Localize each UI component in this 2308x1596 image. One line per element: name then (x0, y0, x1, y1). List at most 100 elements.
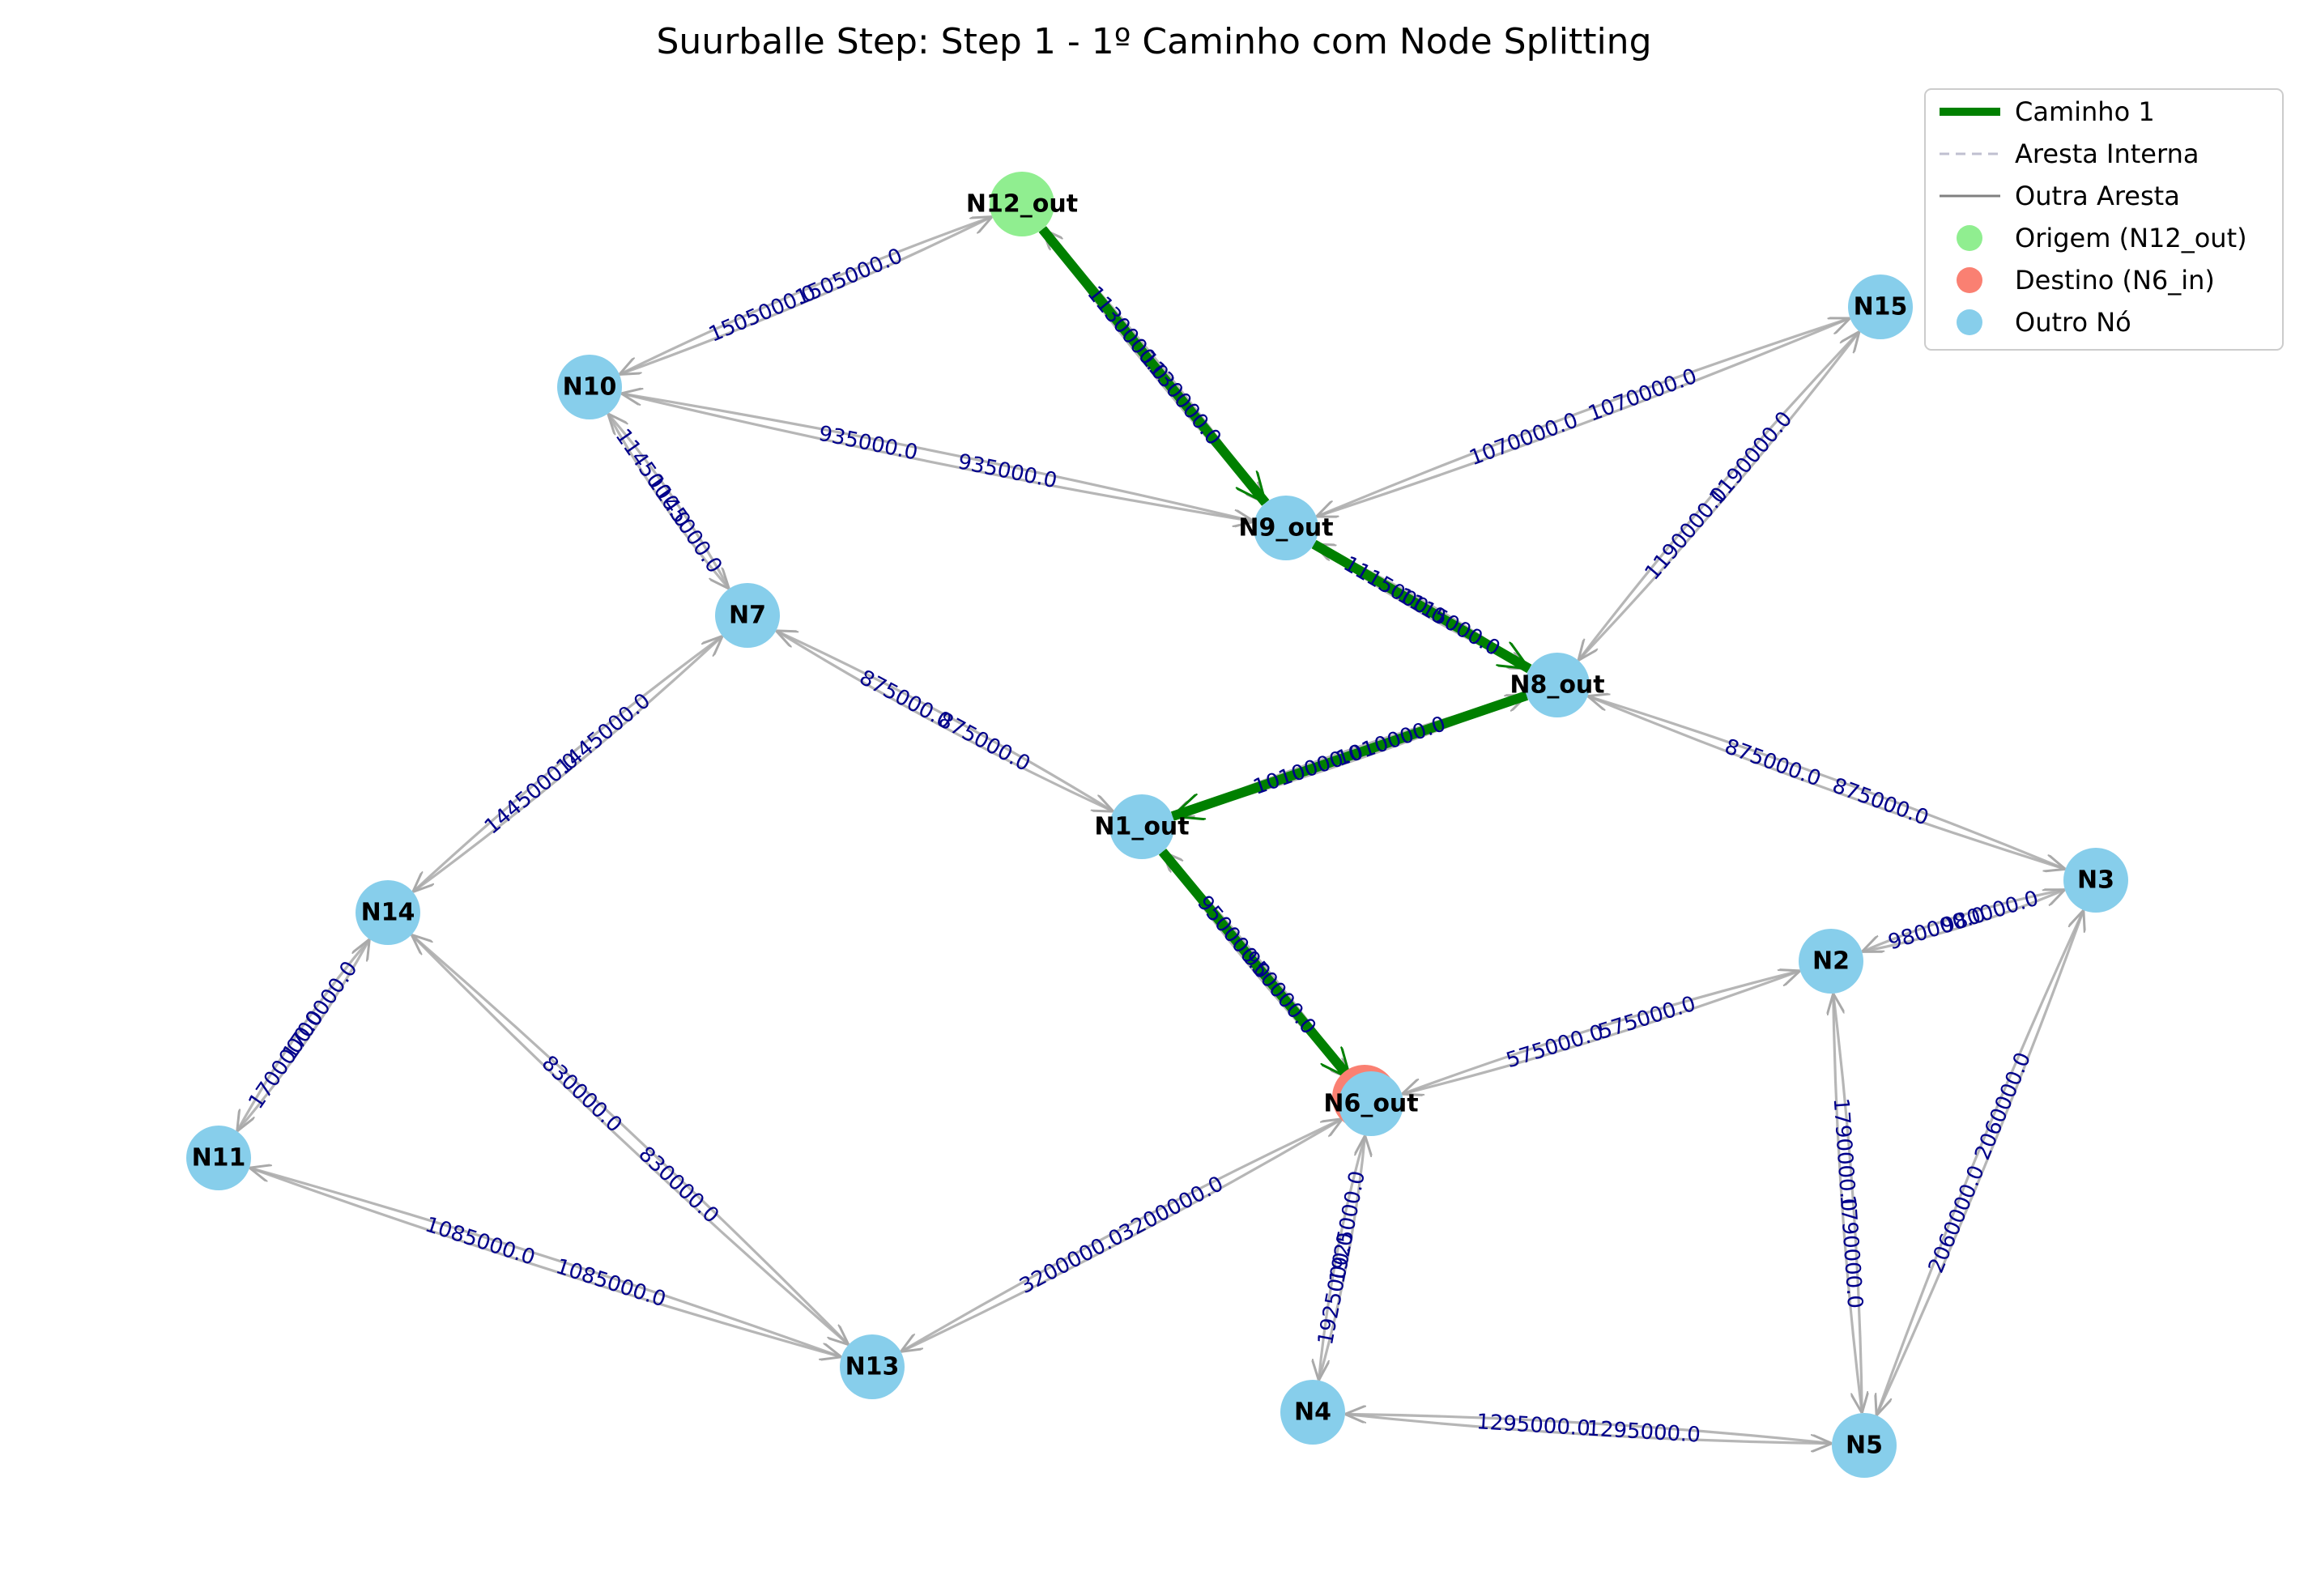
edge-N4-N5 (1344, 1412, 1832, 1443)
edge-weight-label: 575000.0 (1595, 992, 1698, 1045)
edge-N8-N3 (1586, 695, 2066, 870)
legend-item-destination: Destino (N6_in) (1957, 265, 2215, 296)
edge-weight-label: 1700000.0 (244, 1006, 329, 1113)
node-N8-circle (1525, 653, 1590, 717)
edge-N5-N4 (1345, 1414, 1833, 1445)
edge-N10-N9 (620, 392, 1254, 521)
edge-N14-N13 (411, 934, 849, 1344)
edge-weight-label: 830000.0 (537, 1051, 627, 1138)
figure-title: Suurballe Step: Step 1 - 1º Caminho com … (657, 21, 1652, 62)
edge-weight-label: 1790000.0 (1835, 1194, 1867, 1309)
node-N4-label: N4 (1294, 1398, 1331, 1427)
edge-weight-label: 875000.0 (1722, 734, 1825, 791)
legend-item-origin: Origem (N12_out) (1957, 223, 2247, 253)
edge-N6-N13 (901, 1117, 1343, 1352)
legend-label: Aresta Interna (2015, 138, 2199, 169)
edge-N3-N2 (1862, 888, 2066, 952)
node-N13-label: N13 (845, 1353, 900, 1381)
node-N2-circle (1799, 929, 1863, 994)
legend-box (1924, 88, 2284, 351)
edge-weight-label: 1085000.0 (553, 1254, 669, 1312)
edge-weight-label: 875000.0 (934, 708, 1034, 777)
edge-N6-N2 (1401, 971, 1800, 1096)
node-N13-circle (840, 1334, 905, 1399)
edge-N5-N2 (1833, 994, 1863, 1414)
node-N11-label: N11 (192, 1144, 246, 1173)
node-N6-label: N6_out (1323, 1090, 1418, 1118)
nodes-layer: N12_outN10N15N9_outN7N8_outN1_outN3N14N2… (186, 172, 2128, 1478)
node-N10-circle (557, 355, 622, 419)
edge-weight-label: 1295000.0 (1476, 1410, 1590, 1441)
legend-label: Caminho 1 (2015, 96, 2155, 127)
path-edge-N9-N8 (1311, 539, 1530, 674)
legend-item-path: Caminho 1 (1940, 96, 2155, 127)
legend-node-swatch (1957, 309, 1982, 335)
node-N9: N9_out (1238, 496, 1334, 560)
edge-N2-N6 (1402, 969, 1801, 1094)
edge-N3-N8 (1588, 696, 2067, 870)
path-edge-N8-N1 (1173, 691, 1529, 821)
edge-weight-label: 1070000.0 (1585, 364, 1700, 427)
edge-N2-N3 (1861, 890, 2064, 953)
edge-N2-N5 (1832, 993, 1863, 1413)
node-N2: N2 (1799, 929, 1863, 994)
node-N9-label: N9_out (1238, 514, 1333, 543)
node-N6-circle (1339, 1071, 1403, 1136)
node-N1-circle (1109, 794, 1174, 859)
edge-N12-N10 (620, 215, 993, 375)
path-edge-N12-N9 (1038, 226, 1270, 506)
edge-N13-N14 (411, 934, 850, 1346)
edge-N11-N14 (236, 939, 370, 1133)
edge-N15-N9 (1316, 317, 1851, 517)
edge-weight-label: 935000.0 (956, 449, 1059, 493)
node-N3-circle (2063, 848, 2128, 913)
node-N8-label: N8_out (1510, 671, 1604, 700)
node-N3: N3 (2063, 848, 2128, 913)
edge-N7-N14 (413, 635, 724, 892)
edge-weight-label: 2060000.0 (1924, 1162, 1990, 1276)
edge-weight-label: 1115000.0 (1394, 583, 1505, 661)
edge-N15-N8 (1578, 330, 1861, 660)
edge-weight-label: 1010000.0 (1250, 740, 1366, 800)
edge-N13-N11 (249, 1168, 842, 1359)
legend-label: Destino (N6_in) (2015, 265, 2215, 296)
path-layer (1038, 226, 1530, 1083)
edge-weight-label: 1085000.0 (422, 1213, 538, 1270)
legend-item-node: Outro Nó (1957, 307, 2131, 338)
node-N5: N5 (1832, 1413, 1897, 1478)
node-N13: N13 (840, 1334, 905, 1399)
node-N8: N8_out (1510, 653, 1605, 717)
node-N2-label: N2 (1812, 947, 1850, 976)
node-N3-label: N3 (2077, 866, 2114, 895)
legend-origin-swatch (1957, 225, 1982, 251)
node-N7-label: N7 (729, 602, 766, 630)
node-N15-label: N15 (1854, 293, 1908, 321)
path-edge-N1-N6 (1158, 848, 1355, 1083)
node-N11: N11 (186, 1126, 251, 1190)
edge-N14-N7 (411, 636, 722, 893)
legend-item-internal: Aresta Interna (1940, 138, 2199, 169)
edge-weight-label: 1445000.0 (480, 748, 583, 840)
node-N5-label: N5 (1846, 1432, 1883, 1460)
edge-weight-label: 950000.0 (1238, 947, 1321, 1040)
edge-N14-N11 (237, 938, 371, 1131)
edge-N11-N13 (249, 1166, 841, 1357)
edge-weight-label: 1130000.0 (1135, 347, 1226, 450)
edge-weight-label: 1145000.0 (642, 470, 727, 578)
node-N9-circle (1254, 496, 1318, 560)
node-N6: N6_out (1323, 1065, 1419, 1136)
edge-N13-N6 (900, 1119, 1342, 1353)
edge-N7-N10 (608, 414, 730, 589)
node-N7: N7 (715, 583, 780, 648)
edge-weight-label: 1505000.0 (705, 280, 820, 347)
edge-weight-label: 935000.0 (816, 422, 920, 466)
legend-item-edge: Outra Aresta (1940, 181, 2180, 211)
edge-N5-N3 (1875, 910, 2084, 1416)
edge-weight-label: 3200000.0 (1115, 1172, 1227, 1246)
edge-N6-N4 (1318, 1134, 1367, 1380)
edge-N1-N7 (776, 631, 1114, 813)
node-N12-label: N12_out (966, 190, 1078, 219)
node-N5-circle (1832, 1413, 1897, 1478)
